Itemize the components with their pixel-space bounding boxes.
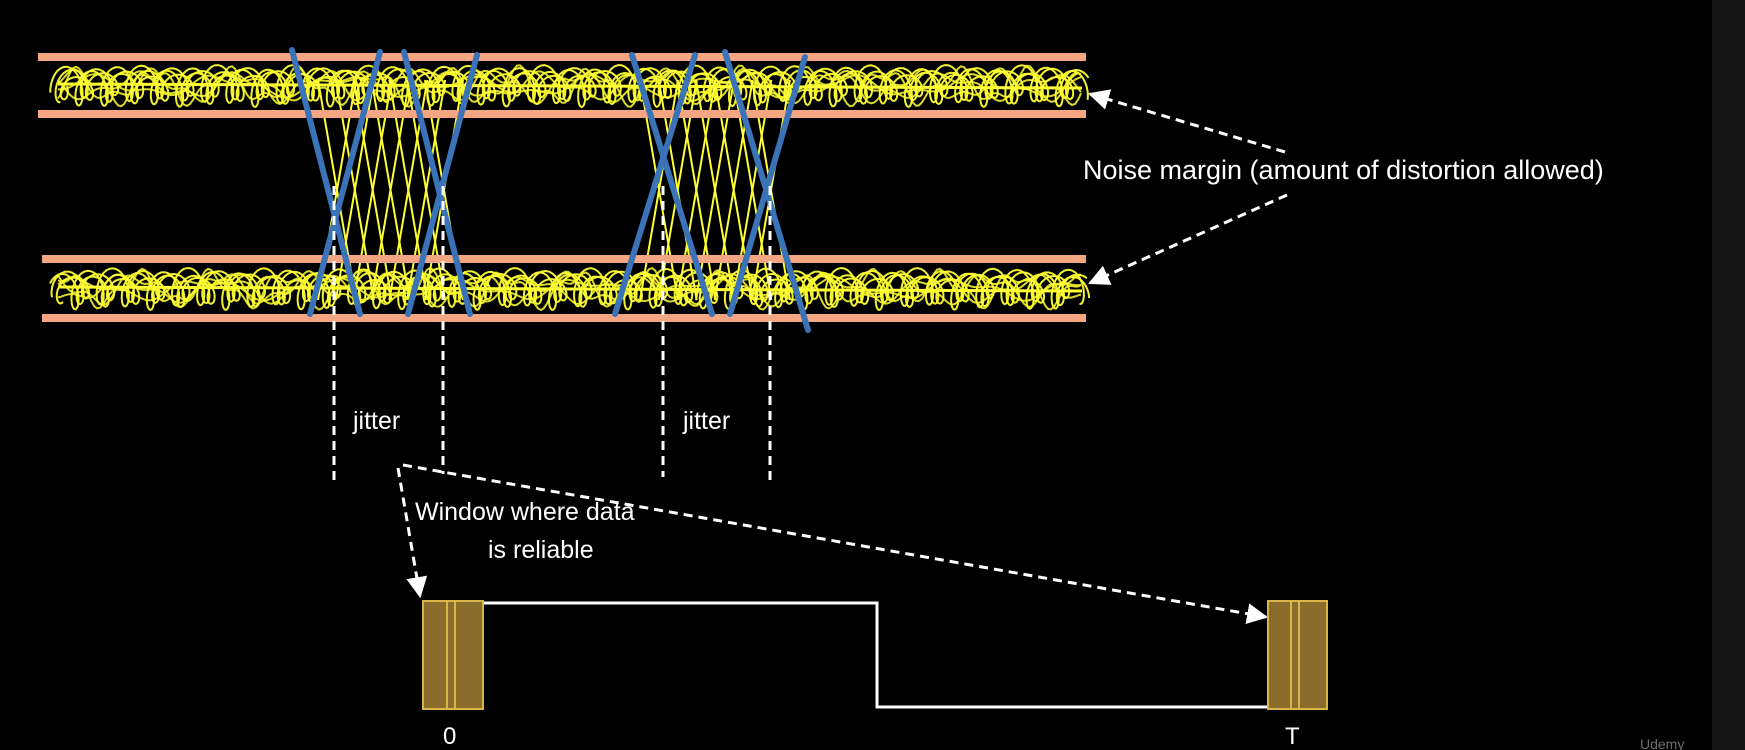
window-label-line2: is reliable — [488, 536, 594, 564]
noise-trace — [49, 64, 1089, 109]
window-arrows — [396, 463, 1269, 625]
noise-trace — [57, 64, 1082, 108]
noise-margin-bands — [38, 53, 1086, 322]
window-box-start — [422, 600, 484, 710]
right-edge-strip — [1712, 0, 1745, 750]
time-end-label: T — [1285, 723, 1300, 750]
annotation-labels: Noise margin (amount of distortion allow… — [352, 155, 1684, 750]
edge-1b — [307, 49, 383, 317]
window-arrow-left-edge — [396, 467, 428, 599]
noise-arrow-upper — [1087, 89, 1286, 154]
jitter-markers — [332, 186, 772, 484]
jitter-label-left: jitter — [352, 407, 400, 435]
time-start-label: 0 — [443, 723, 456, 750]
noise-margin-arrows — [1087, 89, 1288, 285]
watermark-label: Udemy — [1640, 736, 1684, 750]
noise-signal-traces — [49, 64, 1090, 312]
edge-1d — [405, 52, 480, 317]
window-arrow-top-edge — [402, 463, 1269, 625]
window-label-line1: Window where data — [415, 498, 635, 526]
noise-trace — [57, 273, 1082, 305]
noise-trace — [50, 269, 1090, 308]
edge-1c — [401, 49, 473, 317]
noise-trace — [57, 270, 1082, 308]
noise-trace — [57, 66, 1082, 105]
bit-period-waveform — [422, 600, 1328, 710]
edge-2d — [727, 54, 808, 317]
transition-edges — [289, 47, 811, 333]
edge-2b — [612, 52, 698, 317]
edge-1a — [289, 47, 363, 317]
noise-margin-label: Noise margin (amount of distortion allow… — [1083, 155, 1604, 185]
bit-waveform-line — [484, 601, 1267, 709]
jitter-label-right: jitter — [682, 407, 730, 435]
noise-baseline — [57, 285, 1083, 293]
window-box-end — [1267, 600, 1328, 710]
noise-trace — [57, 266, 1082, 312]
edge-2a — [629, 52, 715, 317]
noise-arrow-lower — [1088, 193, 1288, 285]
eye-opening-mesh — [317, 79, 791, 301]
noise-baseline — [57, 82, 1083, 90]
